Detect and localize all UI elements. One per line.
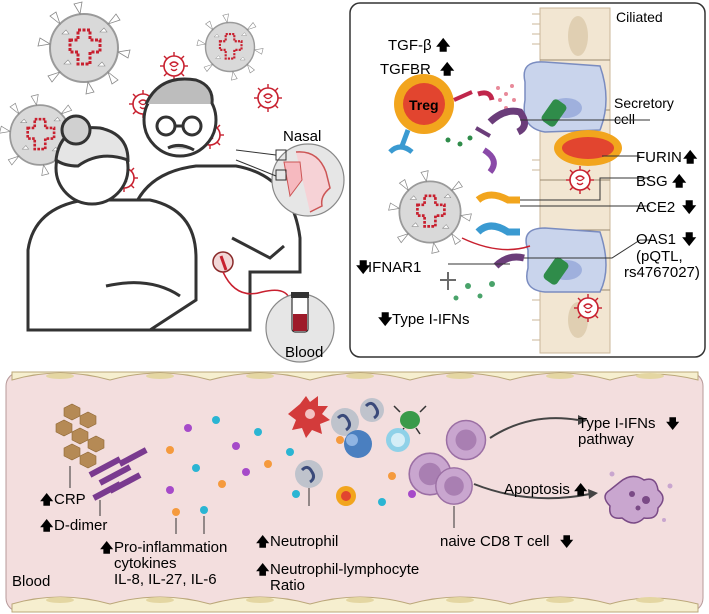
endothelium (11, 371, 699, 613)
ace2-receptor-orange (475, 191, 520, 204)
blood-panel: 🡅 CRP 🡅 D-dimer 🡅 Pro-inflammation cytok… (5, 371, 704, 613)
naive-cd8-t-cell (445, 419, 487, 461)
arrow-to-apoptosis (473, 483, 591, 500)
virus-particle (565, 165, 595, 195)
nlr-label-2: Ratio (270, 577, 305, 594)
ifnar1-label: IFNAR1 (368, 259, 421, 276)
interferon-particles (453, 281, 495, 301)
bsg-label: BSG (636, 173, 668, 190)
blood-inset-label: Blood (285, 344, 323, 361)
oas1-pqtl-label: (pQTL, (636, 248, 683, 265)
furin-label: FURIN (636, 149, 682, 166)
d-dimer-fibrin (88, 447, 148, 501)
arrow-head (578, 415, 588, 425)
monocyte-cell (386, 428, 410, 452)
green-immune-cell (393, 405, 427, 435)
arrow-to-type1-pathway (489, 417, 579, 439)
cytokines-label: cytokines (114, 555, 177, 572)
crp-hexagons (55, 403, 105, 469)
tgfbr-receptor (475, 90, 495, 138)
oas1-rsid-label: rs4767027) (624, 264, 700, 281)
type1-pathway-down-arrow: 🡇 (666, 416, 680, 431)
cytokine-dots (166, 416, 416, 516)
bsg-receptor (487, 107, 528, 136)
nasal-label: Nasal (283, 128, 321, 145)
virus-particle (573, 293, 603, 323)
oas1-label: OAS1 (636, 231, 676, 248)
d-dimer-label: D-dimer (54, 517, 107, 534)
d-dimer-up-arrow: 🡅 (40, 518, 54, 533)
blood-panel-label: Blood (12, 573, 50, 590)
treg-cell (388, 74, 473, 154)
blood-draw-inset (212, 251, 335, 363)
naive-cd8-label: naive CD8 T cell (440, 533, 550, 550)
arrow-head (588, 489, 598, 499)
viral-rna-strand (461, 237, 531, 251)
endothelial-nuclei (46, 373, 664, 603)
tgfbr-label: TGFBR (380, 61, 431, 78)
secretory-cell (523, 61, 607, 293)
ifnar1-receptor (440, 272, 456, 290)
nlr-label-1: Neutrophil-lymphocyte (270, 561, 419, 578)
proinflam-label: Pro-inflammation (114, 539, 227, 556)
bsg-up-arrow: 🡅 (672, 173, 687, 189)
il-label: IL-8, IL-27, IL-6 (114, 571, 217, 588)
nlr-up-arrow: 🡅 (256, 562, 270, 577)
crp-up-arrow: 🡅 (40, 492, 54, 507)
orange-granulocyte (336, 486, 356, 506)
neutrophil-up-arrow: 🡅 (256, 534, 270, 549)
naive-cd8-down-arrow: 🡇 (560, 534, 574, 549)
tgfb-up-arrow: 🡅 (436, 37, 451, 53)
neutrophil-cell (331, 408, 359, 436)
furin-up-arrow: 🡅 (683, 149, 698, 165)
oas1-down-arrow: 🡇 (682, 231, 697, 247)
leader-lines (448, 119, 650, 265)
virus-particle (159, 51, 189, 81)
apoptosis-label: Apoptosis (504, 481, 570, 498)
tgfb-label: TGF-β (388, 37, 432, 54)
type1-pathway-label-2: pathway (578, 431, 634, 448)
ace2-label: ACE2 (636, 199, 675, 216)
sars-cov-2-virion (195, 12, 265, 82)
secretory-label-1: Secretory (614, 95, 674, 111)
virus-particle (253, 83, 283, 113)
apoptotic-cell (604, 471, 673, 524)
furin-nucleus (562, 137, 614, 159)
cell-panel: Ciliated Secretory cell Treg (349, 2, 706, 358)
green-particles (445, 135, 473, 147)
crp-label: CRP (54, 491, 86, 508)
elderly-woman-figure (26, 114, 198, 332)
dendritic-cell (288, 396, 330, 438)
type1-pathway-label-1: Type I-IFNs (578, 415, 656, 432)
furin-receptor (482, 147, 497, 174)
proinflam-up-arrow: 🡅 (100, 540, 114, 555)
lymphocyte-cell (344, 430, 372, 458)
type1-ifns-label: Type I-IFNs (392, 311, 470, 328)
neutrophil-cell (360, 398, 384, 422)
ifnar1-down-arrow: 🡇 (356, 259, 371, 275)
nasal-cavity-inset (235, 143, 345, 217)
ace2-receptor (475, 222, 520, 236)
ace2-down-arrow: 🡇 (682, 199, 697, 215)
naive-cd8-t-cell (435, 467, 473, 505)
ciliated-label: Ciliated (616, 9, 663, 25)
tgfbr-up-arrow: 🡅 (440, 61, 455, 77)
secretory-label-2: cell (614, 111, 635, 127)
type1-ifns-down-arrow: 🡇 (378, 311, 393, 327)
neutrophil-label: Neutrophil (270, 533, 338, 550)
sars-cov-2-virion (36, 0, 132, 96)
treg-label: Treg (409, 97, 439, 113)
apoptosis-up-arrow: 🡅 (574, 482, 588, 497)
cytokine-leaders (175, 516, 205, 534)
sars-cov-2-virion (387, 169, 473, 255)
top-left-scene: Nasal Blood (0, 0, 345, 363)
neutrophil-cell-labeled (295, 460, 323, 488)
